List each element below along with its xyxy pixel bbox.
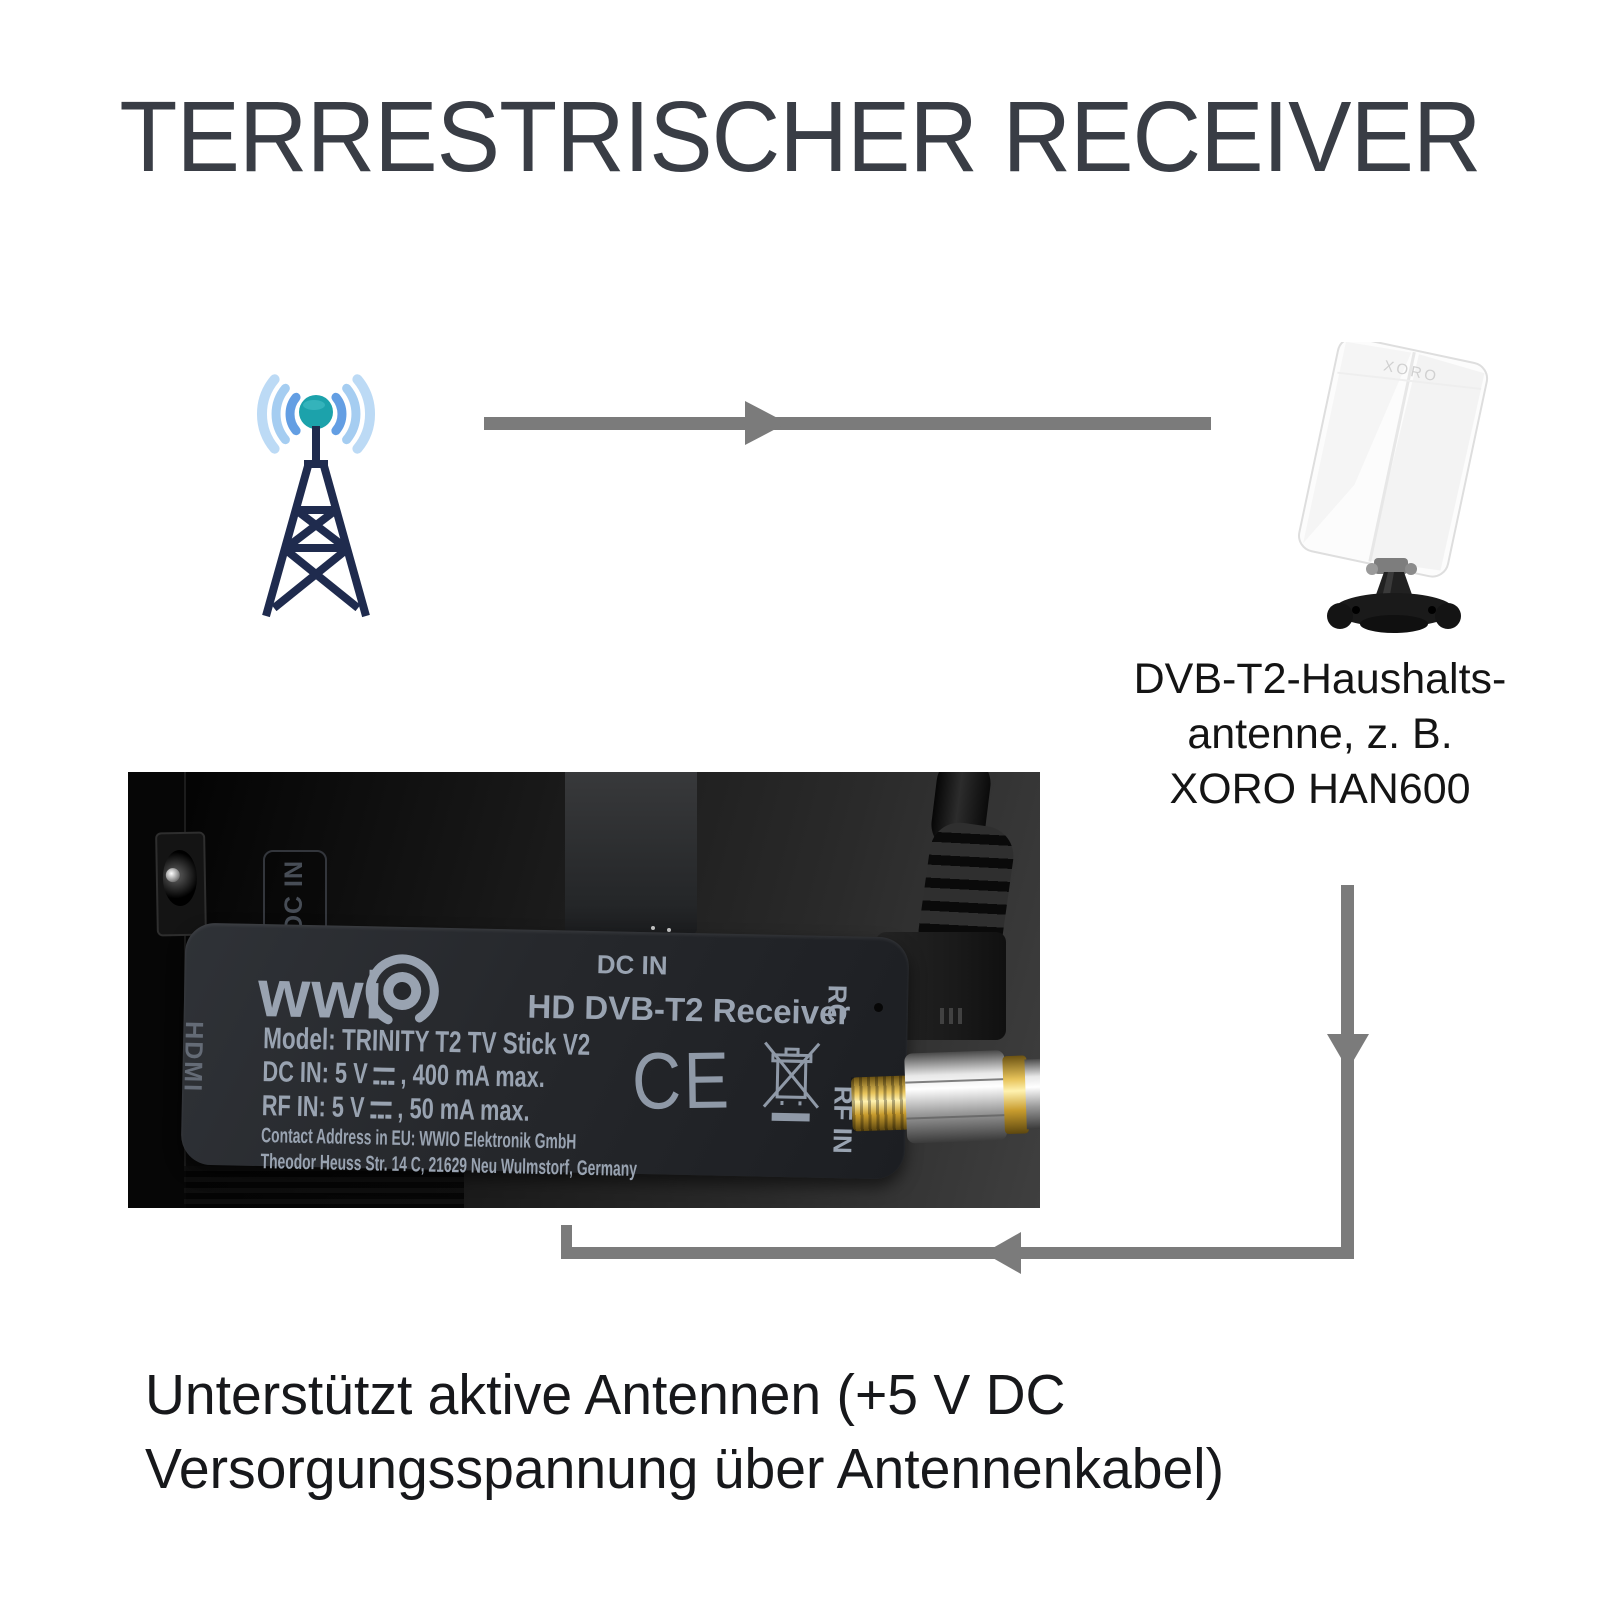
antenna-panel: XORO	[1298, 342, 1489, 578]
receiver-photo: DC IN HDMI wwi DC IN HD DVB-T2 Receiver …	[128, 772, 1040, 1208]
tower-lattice	[262, 460, 370, 618]
reflection-speck	[667, 928, 671, 932]
antenna-caption-line3: XORO HAN600	[1169, 765, 1471, 813]
arrow-down-head-icon	[1327, 1034, 1369, 1070]
rf-cable-ferrule	[1024, 1058, 1040, 1130]
weee-crossed-bin-icon	[762, 1041, 821, 1122]
plug-ridge	[958, 1008, 962, 1024]
rc-label: RC	[821, 984, 853, 1023]
footer-note: Unterstützt aktive Antennen (+5 V DC Ver…	[145, 1358, 1224, 1506]
antenna-caption: DVB-T2-Haushalts- antenne, z. B. XORO HA…	[1090, 652, 1550, 817]
rf-spec-suffix: , 50 mA max.	[397, 1092, 530, 1128]
dc-spec-suffix: , 400 mA max.	[400, 1058, 546, 1094]
arrow-end-stub	[561, 1225, 572, 1247]
dc-voltage-symbol-icon	[373, 1067, 395, 1085]
arrow-tower-to-antenna-line	[484, 417, 1211, 430]
rf-connector	[850, 1050, 1040, 1158]
stick-dc-in-label: DC IN	[596, 949, 668, 981]
antenna-caption-line2: antenne, z. B.	[1187, 710, 1453, 758]
hdmi-label: HDMI	[178, 1020, 208, 1094]
dvbt2-antenna-icon: XORO	[1298, 342, 1489, 633]
antenna-stand	[1327, 558, 1461, 633]
tv-stick: HDMI wwi DC IN HD DVB-T2 Receiver RC Mod…	[178, 922, 910, 1181]
f-plug-hex-nut	[904, 1050, 1008, 1144]
tower-mast	[312, 426, 320, 466]
wwio-spiral-o-logo-icon	[365, 954, 439, 1028]
stick-dc-spec: DC IN: 5 V , 400 mA max.	[262, 1056, 545, 1095]
page-title: TERRESTRISCHER RECEIVER	[119, 81, 1481, 193]
tv-vents	[184, 1166, 464, 1208]
dc-voltage-symbol-icon	[370, 1101, 392, 1119]
tv-dc-in-label: DC IN	[280, 859, 309, 934]
tv-mount-block	[565, 772, 697, 934]
plug-ridge	[940, 1008, 944, 1024]
arrow-antenna-down-line	[1341, 885, 1354, 1259]
antenna-caption-line1: DVB-T2-Haushalts-	[1133, 655, 1507, 703]
plug-ridge	[949, 1008, 953, 1024]
stick-rf-spec: RF IN: 5 V , 50 mA max.	[261, 1090, 530, 1129]
dc-jack-plate	[155, 831, 207, 937]
radio-tower-icon	[257, 374, 375, 618]
ce-mark: CE	[631, 1035, 733, 1126]
footer-line2: Versorgungsspannung über Antennenkabel)	[145, 1437, 1225, 1501]
footer-line1: Unterstützt aktive Antennen (+5 V DC	[145, 1363, 1066, 1427]
ir-sensor-hole-icon	[873, 1002, 884, 1013]
rf-gold-barrel	[850, 1075, 911, 1132]
signal-waves-icon	[257, 374, 375, 454]
stick-product-name: HD DVB-T2 Receiver	[527, 987, 851, 1032]
reflection-speck	[651, 926, 655, 930]
arrow-bottom-line	[561, 1247, 1354, 1259]
dc-spec-prefix: DC IN: 5 V	[262, 1056, 368, 1091]
rf-spec-prefix: RF IN: 5 V	[261, 1090, 365, 1125]
arrow-right-head-icon	[745, 401, 787, 445]
arrow-left-head-icon	[984, 1232, 1021, 1274]
